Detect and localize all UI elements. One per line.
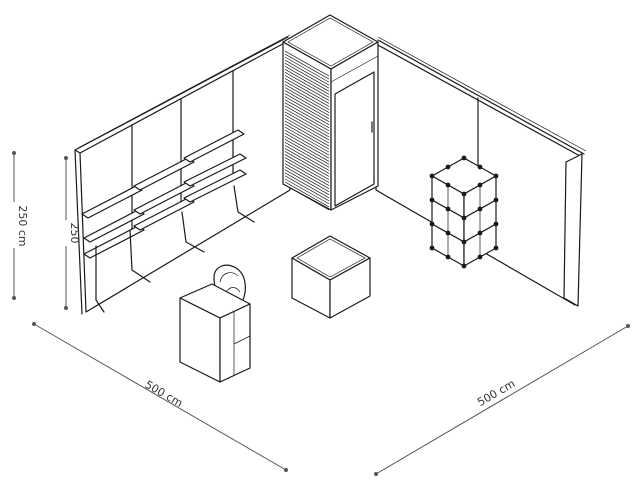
height-label-outer: 250 cm [16,205,29,246]
closet-slats [284,50,330,211]
height-label-inner: 250 [68,223,81,244]
center-cube [291,235,371,319]
back-left-wall [74,34,291,315]
shelving-unit-middle [133,157,205,253]
shelving-unit-right [183,129,255,223]
height-dimension-outer: 250 cm [6,151,29,300]
cube-display-shelf [429,155,499,269]
width-label-left: 500 cm [143,378,185,410]
reception-counter [179,283,251,383]
width-label-right: 500 cm [475,377,517,409]
shelving-unit-left [81,185,151,313]
width-dimension-right: 500 cm [374,324,630,476]
height-dimension-inner: 250 [59,156,81,310]
